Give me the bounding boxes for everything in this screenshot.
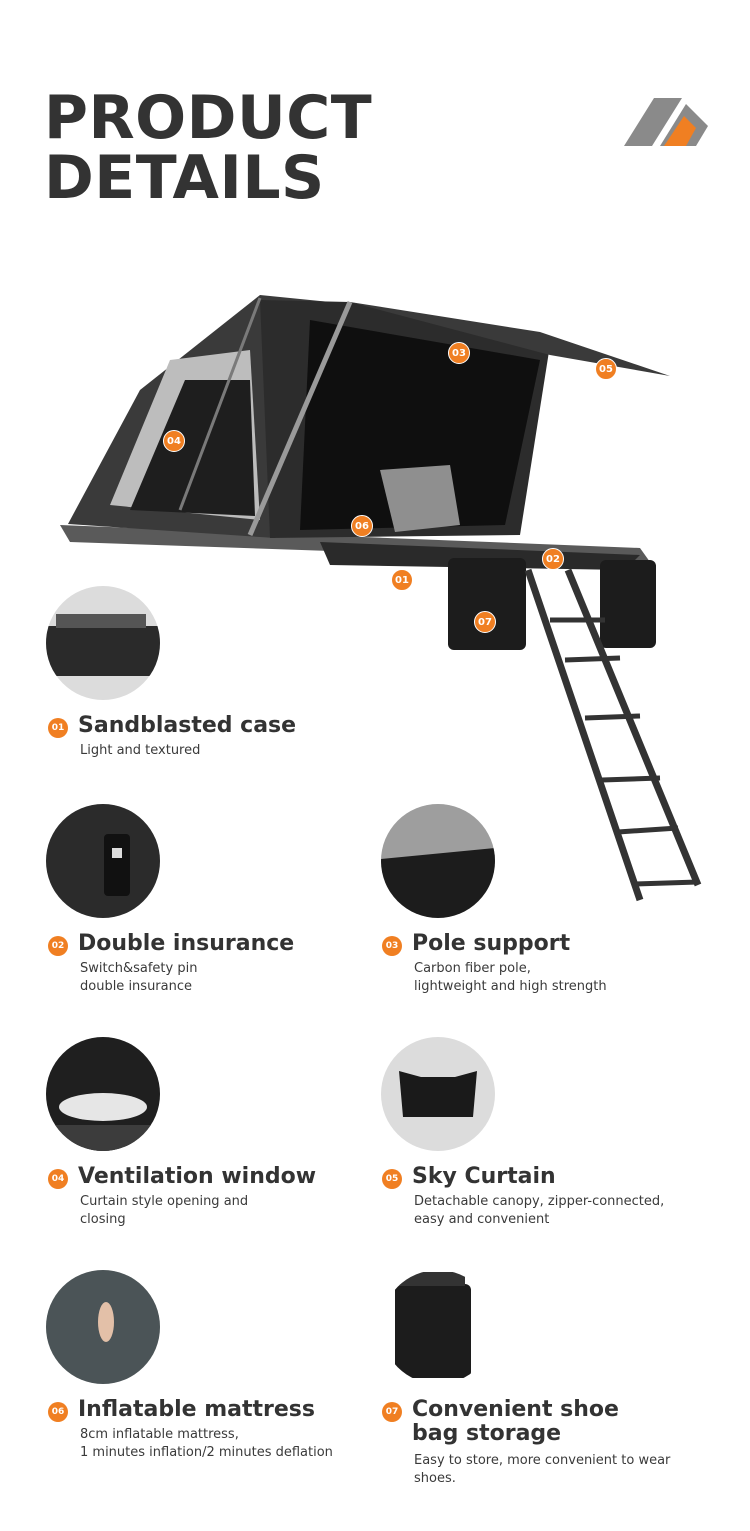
feature-06-number: 06 bbox=[48, 1402, 68, 1422]
feature-03-heading: 03 Pole support bbox=[382, 932, 570, 956]
feature-07-heading: 07 Convenient shoe bag storage bbox=[382, 1398, 619, 1446]
feature-04-description: Curtain style opening and closing bbox=[80, 1194, 249, 1227]
feature-05-number: 05 bbox=[382, 1169, 402, 1189]
feature-01-number: 01 bbox=[48, 718, 68, 738]
feature-01-heading: 01 Sandblasted case bbox=[48, 714, 296, 738]
feature-04-number: 04 bbox=[48, 1169, 68, 1189]
feature-03-description: Carbon fiber pole, lightweight and high … bbox=[414, 961, 607, 994]
feature-01-image bbox=[46, 586, 160, 700]
feature-03-number: 03 bbox=[382, 936, 402, 956]
feature-04-title: Ventilation window bbox=[78, 1164, 317, 1189]
tent-hero-image: 03 05 04 06 02 01 07 bbox=[50, 280, 730, 920]
feature-02-description: Switch&safety pin double insurance bbox=[80, 961, 198, 994]
brand-mountain-logo-icon bbox=[624, 98, 708, 146]
feature-05-heading: 05 Sky Curtain bbox=[382, 1165, 556, 1189]
page-title: PRODUCT DETAILS bbox=[44, 88, 372, 208]
hero-marker-03: 03 bbox=[448, 342, 470, 364]
page-title-line2: DETAILS bbox=[44, 143, 325, 213]
feature-02-image bbox=[46, 804, 160, 918]
feature-05-description: Detachable canopy, zipper-connected, eas… bbox=[414, 1194, 665, 1227]
feature-02-heading: 02 Double insurance bbox=[48, 932, 294, 956]
feature-07-title: Convenient shoe bag storage bbox=[412, 1397, 619, 1446]
hero-marker-06: 06 bbox=[351, 515, 373, 537]
feature-04-heading: 04 Ventilation window bbox=[48, 1165, 316, 1189]
hero-marker-05: 05 bbox=[595, 358, 617, 380]
feature-06-title: Inflatable mattress bbox=[78, 1397, 315, 1422]
page-title-line1: PRODUCT bbox=[44, 83, 373, 153]
feature-06-image bbox=[46, 1270, 160, 1384]
feature-07-description: Easy to store, more convenient to wear s… bbox=[414, 1453, 671, 1486]
feature-04-image bbox=[46, 1037, 160, 1151]
feature-03-title: Pole support bbox=[412, 931, 571, 956]
feature-07-number: 07 bbox=[382, 1402, 402, 1422]
hero-marker-07: 07 bbox=[474, 611, 496, 633]
feature-02-title: Double insurance bbox=[78, 931, 295, 956]
feature-01-description: Light and textured bbox=[80, 743, 201, 758]
feature-03-image bbox=[381, 804, 495, 918]
feature-02-number: 02 bbox=[48, 936, 68, 956]
tent-illustration bbox=[60, 295, 702, 902]
feature-06-heading: 06 Inflatable mattress bbox=[48, 1398, 315, 1422]
hero-marker-02: 02 bbox=[542, 548, 564, 570]
feature-01-title: Sandblasted case bbox=[78, 713, 297, 738]
hero-marker-01: 01 bbox=[391, 569, 413, 591]
feature-05-title: Sky Curtain bbox=[412, 1164, 556, 1189]
hero-marker-04: 04 bbox=[163, 430, 185, 452]
feature-06-description: 8cm inflatable mattress, 1 minutes infla… bbox=[80, 1427, 333, 1460]
feature-05-image bbox=[381, 1037, 495, 1151]
feature-07-image bbox=[381, 1270, 495, 1384]
